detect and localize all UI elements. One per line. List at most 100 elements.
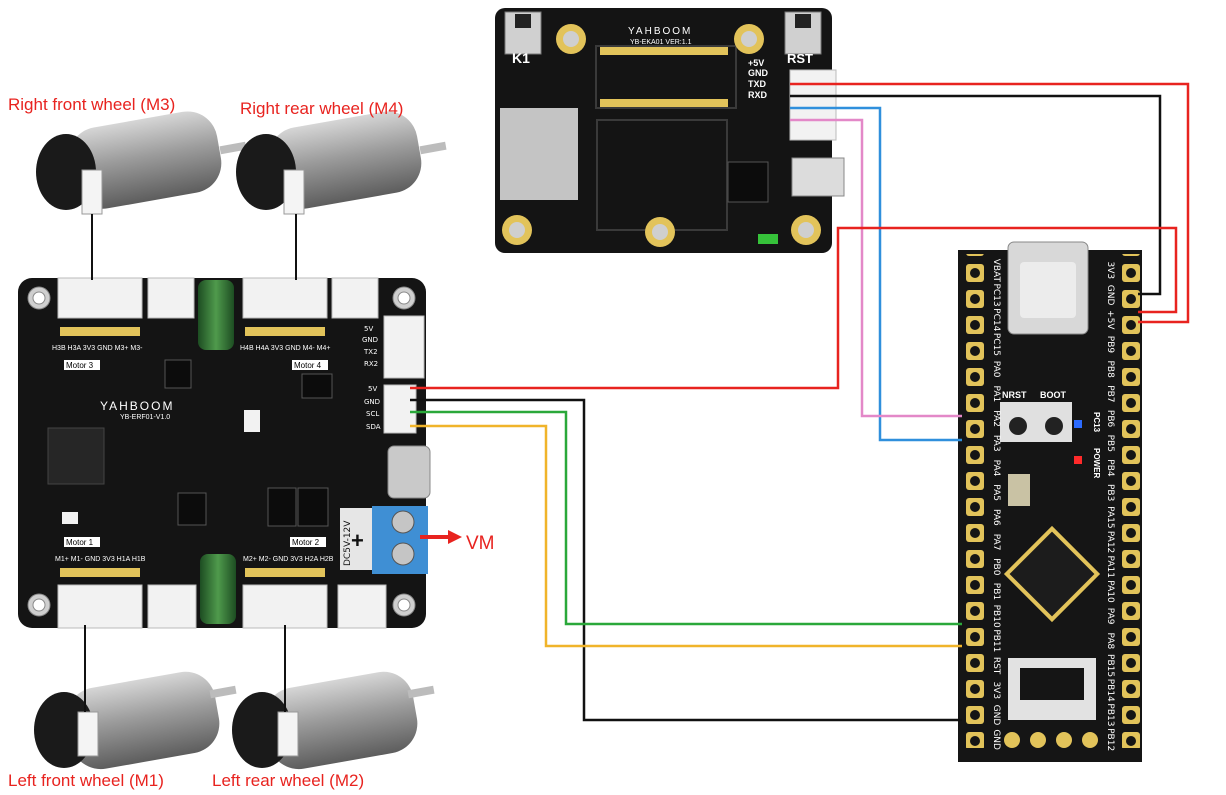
- fpc-connector-area: [595, 45, 737, 109]
- motor4-label-bg: [292, 360, 328, 370]
- stm32-pin-label: PB13: [1105, 703, 1115, 726]
- stm32-pin-label: RST: [991, 657, 1001, 675]
- stm32-pin-label: PB6: [1105, 410, 1115, 428]
- pc13-led: [1074, 420, 1082, 428]
- voice-pin-5v: +5V: [748, 58, 764, 68]
- voice-led: [758, 234, 778, 244]
- stm32-left-pin-labels: VBATPC13PC14PC15PA0PA1PA2PA3PA4PA5PA6PA7…: [991, 259, 1001, 750]
- motor4-label: Motor 4: [294, 361, 322, 370]
- stm32-pin-label: PB4: [1105, 459, 1115, 477]
- stm32-pin-label: PA2: [991, 410, 1001, 427]
- motor1-label-bg: [64, 537, 100, 547]
- pin-sda: SDA: [366, 423, 381, 431]
- stm32-pin-label: PA6: [991, 509, 1001, 526]
- voice-pin-gnd: GND: [748, 68, 769, 78]
- stm32-pin-label: +5V: [1105, 310, 1115, 330]
- nrst-label: NRST: [1002, 390, 1027, 400]
- wire-blue-voice-txd: [790, 106, 962, 442]
- power-input-label: DC5V-12V: [343, 520, 353, 566]
- pin-tx2: TX2: [363, 348, 378, 356]
- power-plus-sign: +: [351, 528, 364, 553]
- stm32-pin-label: PA15: [1105, 506, 1115, 528]
- pin-5v: 5V: [368, 385, 377, 393]
- voice-board-brand: YAHBOOM: [628, 26, 692, 37]
- voice-board-model: YB-EKA01 VER:1.1: [630, 39, 692, 46]
- motor-right-rear: [236, 111, 447, 215]
- stm32-pin-label: PB8: [1105, 360, 1115, 378]
- stm32-pin-label: PC14: [991, 308, 1001, 331]
- stm32-pin-label: PA9: [1105, 608, 1115, 625]
- stm32-pin-label: GND: [1105, 285, 1115, 306]
- wire-green-scl: [410, 410, 962, 626]
- electrolytic-capacitors: [198, 280, 236, 624]
- stm32-pin-label: 3V3: [991, 681, 1001, 699]
- k1-label: K1: [512, 50, 530, 66]
- motor-right-front: [36, 111, 247, 215]
- motor2-label-bg: [290, 537, 326, 547]
- mounting-holes: [27, 286, 416, 617]
- pc13-label: PC13: [1092, 412, 1101, 433]
- bottom-pads: [1004, 732, 1098, 748]
- voice-board-pad-holes: [509, 31, 814, 240]
- motor-left-rear: [232, 671, 435, 770]
- stm32-pin-label: PB10: [991, 605, 1001, 628]
- wire-red-voice-5v: [790, 82, 1190, 324]
- vm-arrow: [420, 530, 462, 544]
- stm32-right-pin-labels: 3V3GND+5VPB9PB8PB7PB6PB5PB4PB3PA15PA12PA…: [1105, 262, 1115, 752]
- stm32-pin-label: GND: [991, 705, 1001, 726]
- bottom-pins-right: M2+ M2- GND 3V3 H2A H2B: [243, 556, 334, 563]
- wire-black-motor-gnd: [410, 398, 962, 722]
- pin-5v-top: 5V: [364, 325, 373, 333]
- stm32-pin-label: 3V3: [1105, 262, 1115, 280]
- pin-gnd-top: GND: [362, 336, 378, 344]
- voice-chip: [727, 161, 769, 203]
- label-right-rear-wheel: Right rear wheel (M4): [240, 99, 403, 118]
- stm32-pin-label: PB9: [1105, 336, 1115, 354]
- stm32-pin-label: PA12: [1105, 531, 1115, 553]
- voice-micro-usb: [791, 157, 845, 197]
- wire-black-voice-gnd: [790, 94, 1162, 296]
- stm32-pin-label: PB14: [1105, 679, 1115, 702]
- stm32-pin-label: VBAT: [991, 259, 1001, 283]
- label-left-rear-wheel: Left rear wheel (M2): [212, 771, 364, 790]
- sd-card-slot: [500, 108, 578, 200]
- top-pins-left: H3B H3A 3V3 GND M3+ M3-: [52, 345, 143, 352]
- wires: [410, 82, 1190, 722]
- motor3-label-bg: [64, 360, 100, 370]
- stm32-pin-label: PA5: [991, 484, 1001, 501]
- top-header-pads: [60, 327, 325, 336]
- stm32-pin-label: PA1: [991, 385, 1001, 402]
- stm32-pin-label: GND: [991, 729, 1001, 750]
- motor1-label: Motor 1: [66, 538, 94, 547]
- header-pin-labels: 5V GND TX2 RX2 5V GND SCL SDA: [362, 325, 381, 431]
- stm32-pin-label: PB15: [1105, 654, 1115, 677]
- stm32-pin-label: PA8: [1105, 632, 1115, 649]
- motor3-label: Motor 3: [66, 361, 94, 370]
- voice-pin-rxd: RXD: [748, 90, 768, 100]
- chips: [47, 359, 333, 527]
- wire-yellow-sda: [410, 424, 962, 648]
- top-motor-connectors: [57, 277, 379, 319]
- motor-left-front: [34, 671, 237, 770]
- stm32-pin-label: PA4: [991, 460, 1001, 477]
- wire-red-motor-5v: [410, 226, 1178, 390]
- stm32-pin-label: PB5: [1105, 435, 1115, 452]
- mcu-chip: [1003, 525, 1101, 623]
- label-left-front-wheel: Left front wheel (M1): [8, 771, 164, 790]
- stm32-pin-label: PA7: [991, 534, 1001, 551]
- bottom-pins-left: M1+ M1- GND 3V3 H1A H1B: [55, 556, 146, 563]
- power-label: POWER: [1092, 448, 1101, 478]
- bottom-motor-connectors: [57, 584, 387, 629]
- stm32-pin-label: PC13: [991, 283, 1001, 306]
- stm32-pin-label: PA11: [1105, 556, 1115, 578]
- motor-board-model: YB-ERF01-V1.0: [120, 414, 170, 421]
- motor-board-brand: YAHBOOM: [100, 399, 174, 413]
- stm32-pin-label: PB12: [1105, 728, 1115, 751]
- stm32-pin-label: PC15: [991, 333, 1001, 356]
- stm32-pin-label: PB3: [1105, 484, 1115, 501]
- voice-uart-connector: [789, 69, 837, 141]
- voice-module-board: K1 RST YAHBOOM YB-EKA01 VER:1.1 +5V GND …: [495, 8, 845, 253]
- motor-cables: [84, 214, 297, 712]
- label-right-front-wheel: Right front wheel (M3): [8, 95, 175, 114]
